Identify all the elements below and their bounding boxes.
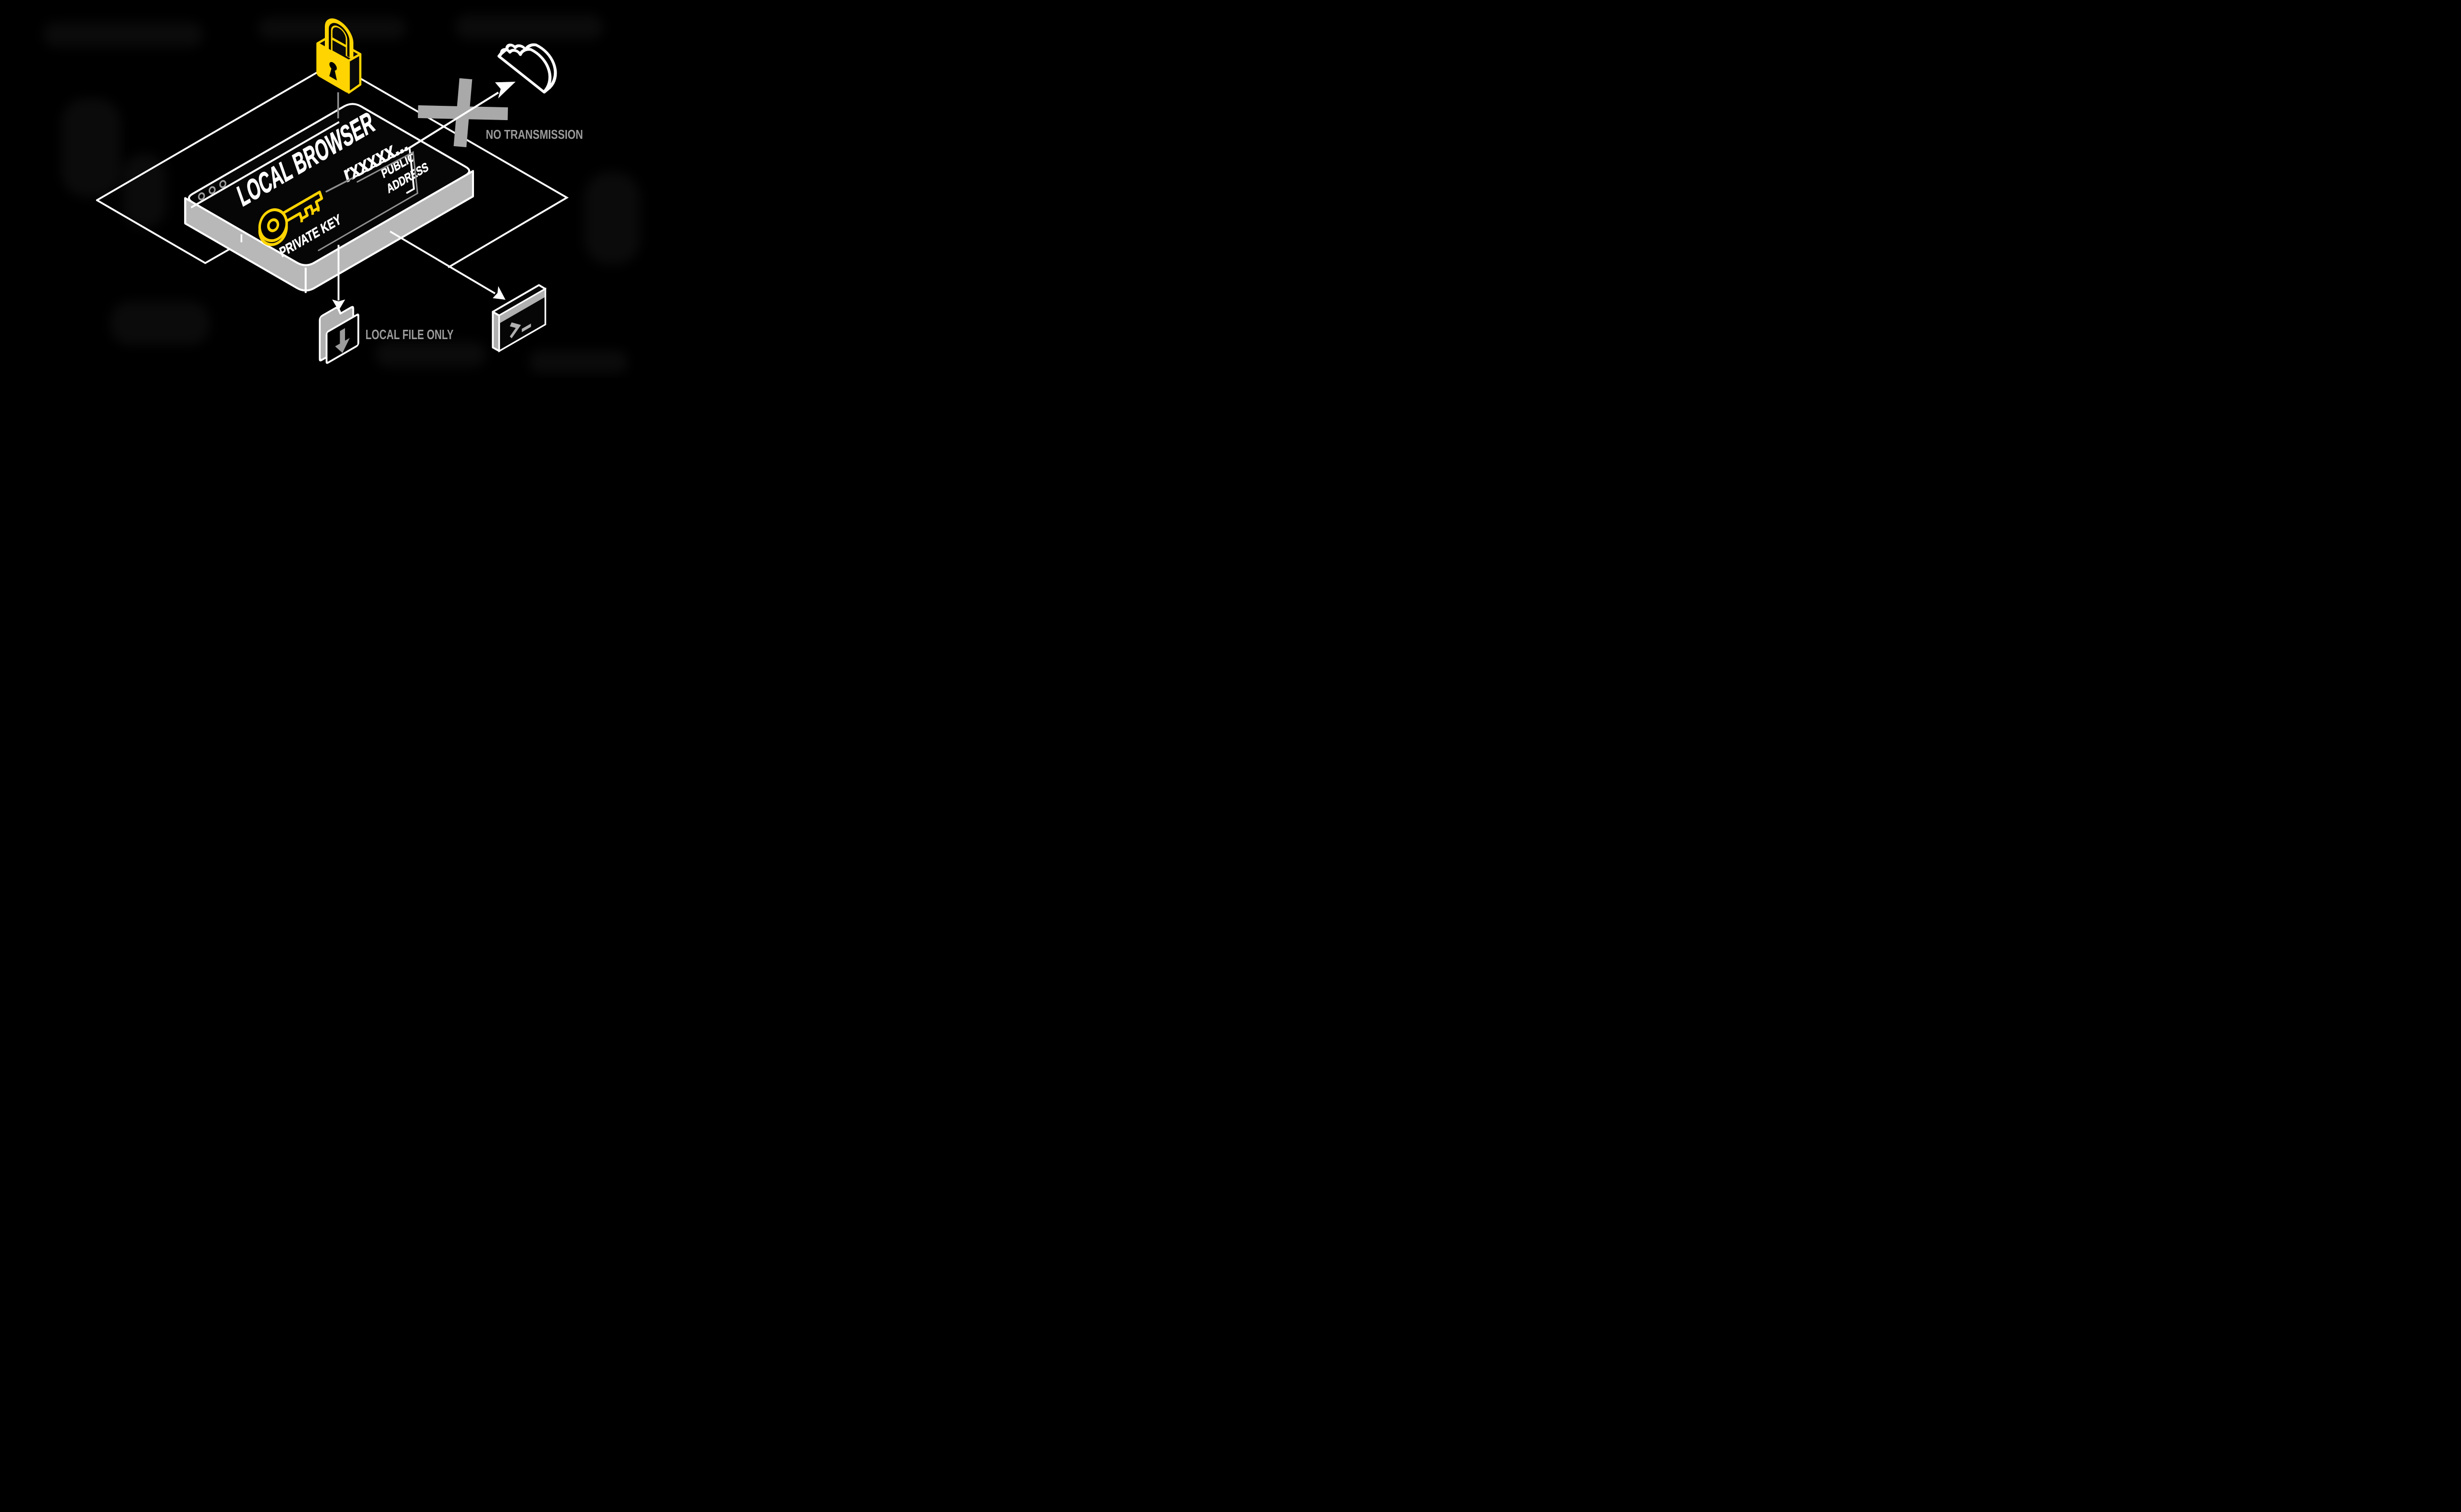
- svg-text:LOCAL FILE ONLY: LOCAL FILE ONLY: [366, 327, 454, 342]
- svg-text:NO TRANSMISSION: NO TRANSMISSION: [486, 128, 583, 142]
